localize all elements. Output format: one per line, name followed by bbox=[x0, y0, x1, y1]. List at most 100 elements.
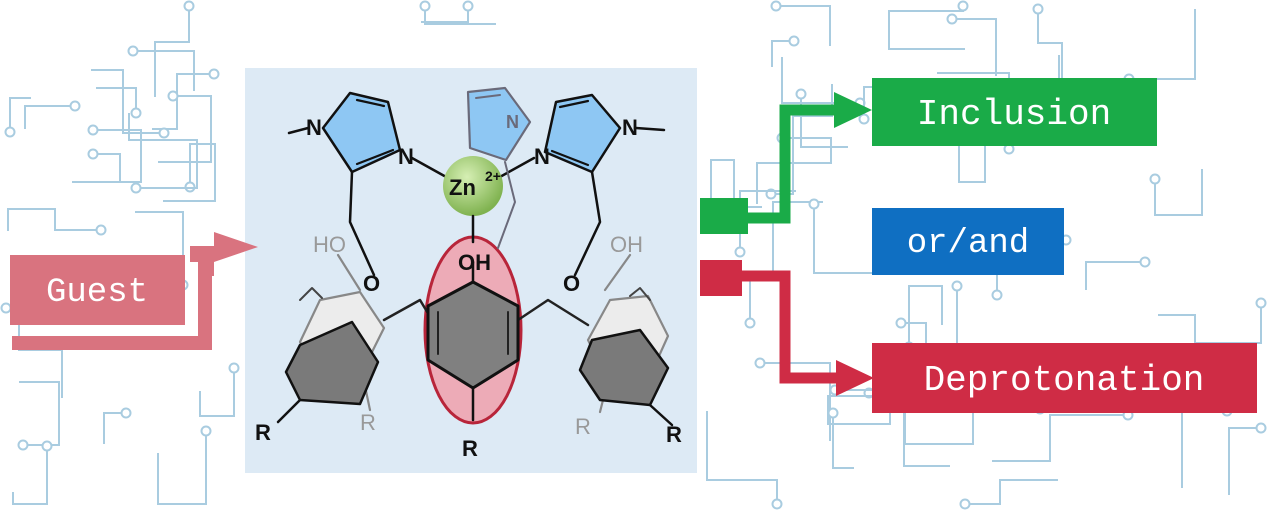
circuit-trace bbox=[158, 95, 212, 163]
substituent-r-front-right: R bbox=[666, 422, 682, 447]
circuit-trace bbox=[1037, 9, 1063, 80]
circuit-trace bbox=[965, 479, 1058, 505]
circuit-trace bbox=[157, 431, 207, 505]
circuit-trace bbox=[952, 18, 997, 76]
circuit-trace bbox=[706, 411, 778, 504]
circuit-trace bbox=[776, 5, 831, 46]
circuit-trace bbox=[93, 153, 121, 183]
zinc-charge: 2+ bbox=[485, 168, 501, 184]
circuit-pad bbox=[41, 440, 53, 452]
circuit-pad bbox=[127, 45, 139, 57]
circuit-trace bbox=[771, 40, 794, 67]
circuit-pad bbox=[1149, 173, 1161, 185]
circuit-trace bbox=[832, 413, 854, 469]
circuit-pad bbox=[130, 182, 142, 194]
circuit-trace bbox=[1228, 427, 1261, 495]
inclusion-label: Inclusion bbox=[917, 94, 1111, 135]
substituent-r-back-right: R bbox=[575, 414, 591, 439]
circuit-pad bbox=[946, 13, 958, 25]
circuit-pad bbox=[788, 35, 800, 47]
circuit-pad bbox=[808, 198, 820, 210]
circuit-trace bbox=[12, 446, 48, 505]
circuit-pad bbox=[771, 498, 783, 510]
guest-input: Guest bbox=[10, 232, 258, 350]
circuit-trace bbox=[96, 87, 137, 113]
or-and-connector: or/and bbox=[872, 208, 1064, 275]
circuit-pad bbox=[120, 407, 132, 419]
circuit-pad bbox=[87, 148, 99, 160]
guest-arrow-shaft bbox=[190, 246, 214, 262]
circuit-trace bbox=[1158, 303, 1262, 344]
inclusion-path: Inclusion bbox=[700, 78, 1157, 234]
circuit-trace bbox=[756, 137, 832, 204]
circuit-trace bbox=[91, 69, 164, 134]
circuit-trace bbox=[956, 286, 983, 352]
circuit-trace bbox=[1181, 410, 1227, 488]
circuit-pad bbox=[419, 0, 431, 12]
ether-oxygen-right: O bbox=[563, 271, 580, 296]
back-hydroxyl-left: HO bbox=[313, 232, 346, 257]
deprotonation-path-stub bbox=[700, 260, 742, 296]
back-hydroxyl-right: OH bbox=[610, 232, 643, 257]
circuit-trace bbox=[7, 208, 101, 231]
circuit-pad bbox=[951, 280, 963, 292]
circuit-pad bbox=[208, 68, 220, 80]
circuit-pad bbox=[1139, 256, 1151, 268]
calixarene-zinc-complex: N N N N N Zn 2+ HO OH OH O O R R R R R bbox=[255, 86, 682, 461]
circuit-trace bbox=[103, 412, 126, 444]
substituent-r-front-left: R bbox=[255, 420, 271, 445]
deprotonation-arrowhead bbox=[836, 360, 874, 396]
front-ring-left bbox=[284, 320, 380, 406]
inclusion-arrow-line bbox=[748, 104, 840, 224]
circuit-pad bbox=[991, 289, 1003, 301]
zinc-ion bbox=[443, 156, 503, 216]
imidazole-n-right-zn: N bbox=[534, 144, 550, 169]
circuit-pad bbox=[167, 90, 179, 102]
circuit-pad bbox=[158, 127, 170, 139]
circuit-trace bbox=[152, 73, 214, 130]
circuit-pad bbox=[4, 126, 16, 138]
or-and-box bbox=[872, 208, 1064, 275]
deprotonation-box bbox=[872, 343, 1257, 413]
circuit-pad bbox=[744, 317, 756, 329]
guest-label: Guest bbox=[46, 274, 148, 312]
circuit-pad bbox=[228, 362, 240, 374]
circuit-pad bbox=[183, 0, 195, 12]
circuit-pad bbox=[754, 357, 766, 369]
circuit-trace bbox=[154, 6, 190, 97]
circuit-trace bbox=[128, 113, 198, 189]
circuit-pad bbox=[1255, 297, 1267, 309]
circuit-trace bbox=[888, 6, 965, 50]
circuit-trace bbox=[19, 381, 60, 446]
imidazole-n-left-zn: N bbox=[398, 144, 414, 169]
deprotonation-label: Deprotonation bbox=[924, 360, 1205, 401]
inclusion-path-stub bbox=[700, 198, 748, 234]
imidazole-n-right-methyl: N bbox=[622, 115, 638, 140]
circuit-trace bbox=[24, 105, 75, 129]
circuit-pad bbox=[770, 0, 782, 12]
circuit-trace bbox=[424, 6, 496, 25]
substituent-r-center: R bbox=[462, 436, 478, 461]
ether-oxygen-left: O bbox=[363, 271, 380, 296]
zinc-symbol: Zn bbox=[449, 175, 476, 200]
circuit-trace bbox=[992, 414, 1128, 462]
circuit-pad bbox=[17, 439, 29, 451]
circuit-pad bbox=[795, 88, 807, 100]
circuit-pad bbox=[959, 498, 971, 510]
left-imidazole bbox=[287, 91, 402, 174]
circuit-pad bbox=[1032, 3, 1044, 15]
imidazole-n-back: N bbox=[506, 112, 519, 132]
circuit-trace bbox=[1085, 261, 1145, 290]
circuit-trace bbox=[9, 97, 31, 132]
circuit-pad bbox=[95, 224, 107, 236]
central-hydroxyl: OH bbox=[458, 250, 491, 275]
circuit-pad bbox=[1255, 422, 1267, 434]
circuit-trace bbox=[1129, 9, 1196, 80]
circuit-pad bbox=[0, 302, 12, 314]
guest-arrow bbox=[12, 232, 258, 350]
inclusion-box bbox=[872, 78, 1157, 146]
circuit-pad bbox=[734, 246, 746, 258]
circuit-pad bbox=[130, 107, 142, 119]
circuit-pad bbox=[827, 407, 839, 419]
